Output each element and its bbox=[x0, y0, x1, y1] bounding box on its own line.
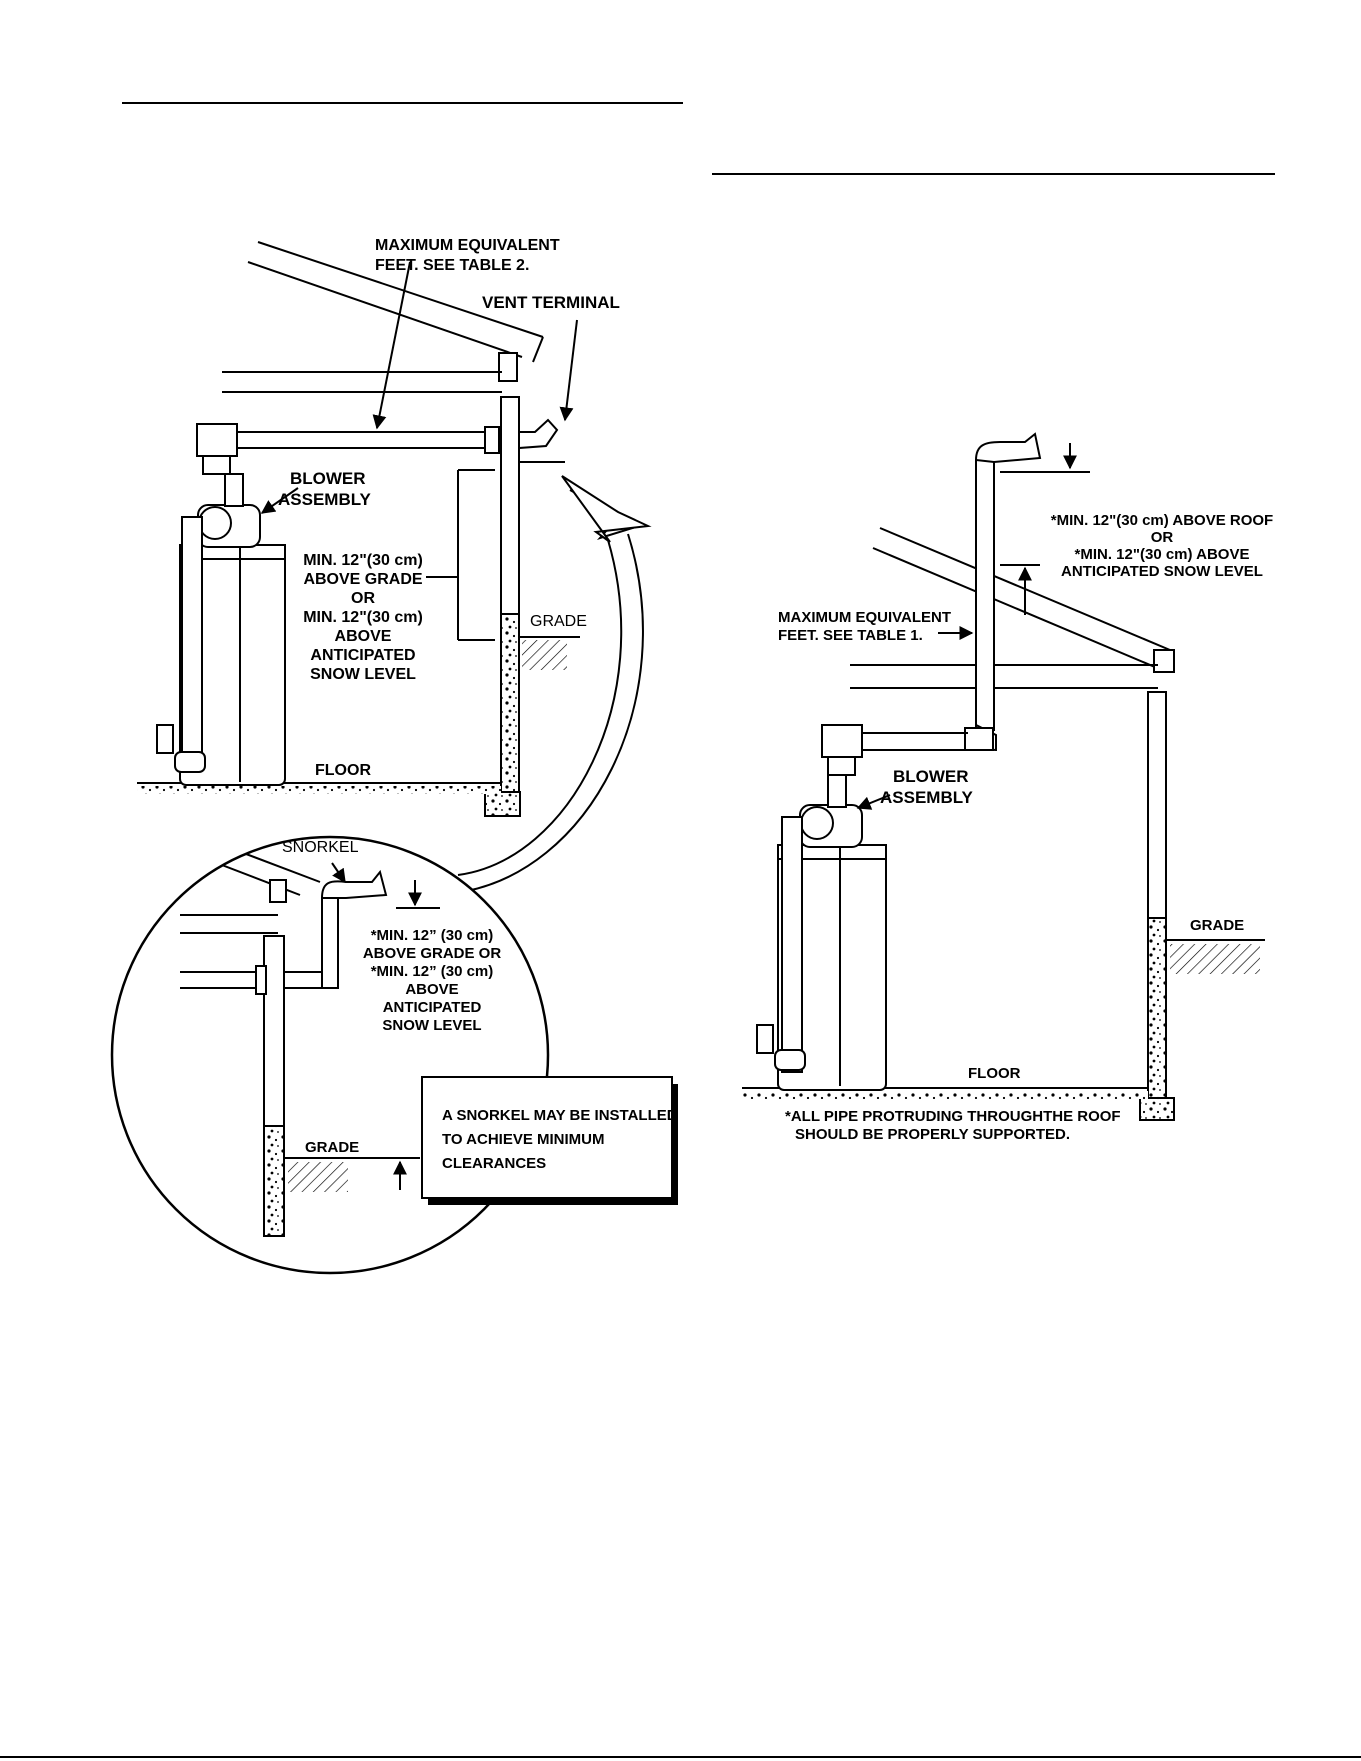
left-diagram bbox=[137, 241, 652, 894]
snorkel-note-box bbox=[421, 1076, 678, 1205]
left-min-line-5: ABOVE bbox=[335, 628, 392, 645]
right-roof-line-4: ANTICIPATED SNOW LEVEL bbox=[1061, 563, 1263, 580]
right-max-equiv-label-1: MAXIMUM EQUIVALENT bbox=[778, 609, 951, 626]
left-max-equiv-label-2: FEET. SEE TABLE 2. bbox=[375, 257, 529, 274]
left-min-line-7: SNOW LEVEL bbox=[310, 666, 416, 683]
left-floor-label: FLOOR bbox=[315, 762, 371, 779]
left-min-line-6: ANTICIPATED bbox=[310, 647, 415, 664]
left-blower-label-2: ASSEMBLY bbox=[278, 490, 372, 509]
right-roof-line-2: OR bbox=[1151, 529, 1174, 546]
snorkel-label: SNORKEL bbox=[282, 839, 359, 856]
right-note-line-1: *ALL PIPE PROTRUDING THROUGHTHE ROOF bbox=[785, 1108, 1121, 1125]
detail-min-clearance-label: *MIN. 12” (30 cm) ABOVE GRADE OR *MIN. 1… bbox=[363, 927, 502, 1034]
note-line-3: CLEARANCES bbox=[442, 1155, 546, 1172]
left-min-line-4: MIN. 12"(30 cm) bbox=[303, 609, 423, 626]
right-floor-label: FLOOR bbox=[968, 1065, 1021, 1082]
detail-min-line-4: ABOVE bbox=[405, 981, 458, 998]
left-min-clearance-label: MIN. 12"(30 cm) ABOVE GRADE OR MIN. 12"(… bbox=[303, 552, 423, 683]
detail-min-line-2: ABOVE GRADE OR bbox=[363, 945, 502, 962]
detail-grade-label: GRADE bbox=[305, 1139, 359, 1156]
right-diagram bbox=[742, 432, 1265, 1121]
left-grade-label: GRADE bbox=[530, 613, 587, 630]
right-roof-line-3: *MIN. 12"(30 cm) ABOVE bbox=[1075, 546, 1250, 563]
detail-min-line-1: *MIN. 12” (30 cm) bbox=[371, 927, 494, 944]
right-blower-label-1: BLOWER bbox=[893, 767, 969, 786]
detail-min-line-5: ANTICIPATED bbox=[383, 999, 482, 1016]
right-roof-clearance-label: *MIN. 12"(30 cm) ABOVE ROOF OR *MIN. 12"… bbox=[1051, 512, 1273, 580]
left-max-equiv-label-1: MAXIMUM EQUIVALENT bbox=[375, 237, 560, 254]
right-max-equiv-label-2: FEET. SEE TABLE 1. bbox=[778, 627, 923, 644]
note-line-1: A SNORKEL MAY BE INSTALLED bbox=[442, 1107, 678, 1124]
right-grade-label: GRADE bbox=[1190, 917, 1244, 934]
left-min-line-1: MIN. 12"(30 cm) bbox=[303, 552, 423, 569]
detail-min-line-3: *MIN. 12” (30 cm) bbox=[371, 963, 494, 980]
detail-min-line-6: SNOW LEVEL bbox=[382, 1017, 481, 1034]
note-line-2: TO ACHIEVE MINIMUM bbox=[442, 1131, 605, 1148]
left-min-line-3: OR bbox=[351, 590, 375, 607]
right-blower-label-2: ASSEMBLY bbox=[880, 788, 974, 807]
right-note-line-2: SHOULD BE PROPERLY SUPPORTED. bbox=[795, 1126, 1070, 1143]
left-min-line-2: ABOVE GRADE bbox=[303, 571, 422, 588]
snorkel-detail-circle bbox=[110, 835, 550, 1275]
right-roof-line-1: *MIN. 12"(30 cm) ABOVE ROOF bbox=[1051, 512, 1273, 529]
vent-terminal-label: VENT TERMINAL bbox=[482, 293, 620, 312]
left-blower-label-1: BLOWER bbox=[290, 469, 366, 488]
